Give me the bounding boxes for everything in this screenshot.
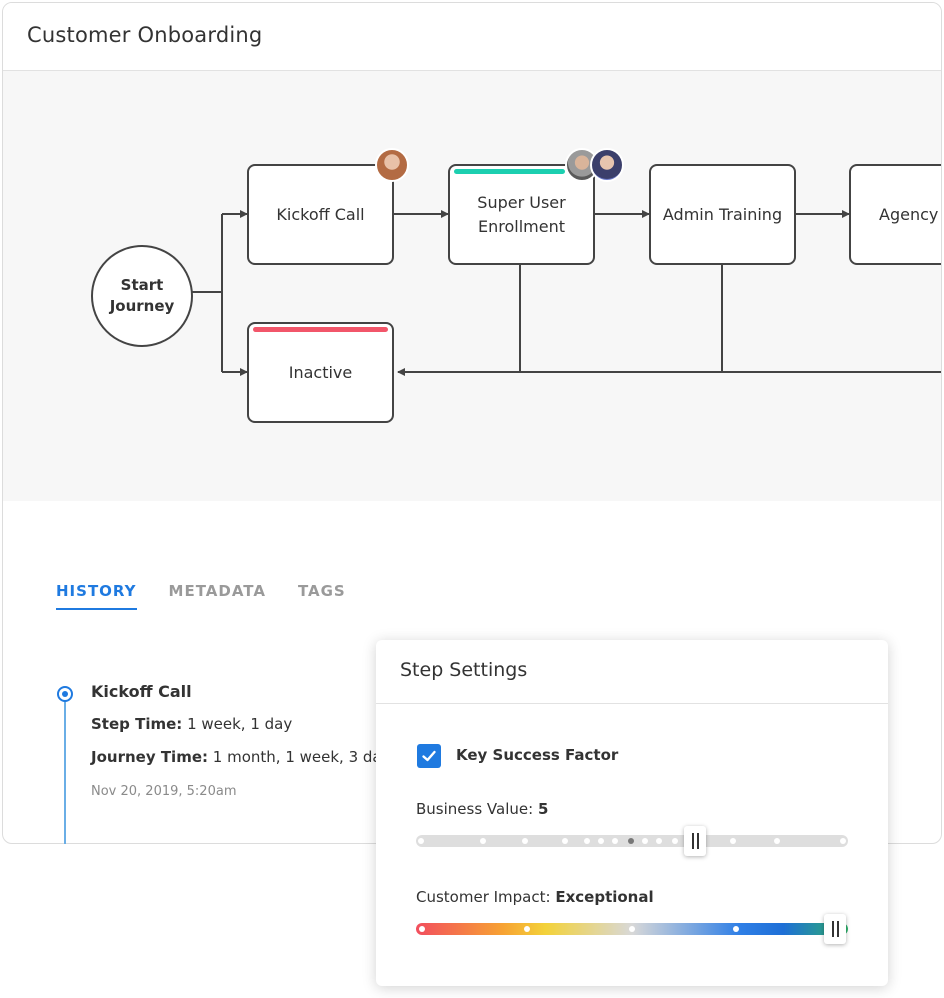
business-value-label: Business Value: 5 <box>416 800 549 818</box>
history-journey-time: Journey Time: 1 month, 1 week, 3 da <box>91 748 382 766</box>
inactive-node[interactable]: Inactive <box>247 322 394 423</box>
slider-tick <box>562 838 568 844</box>
key-success-factor-checkbox[interactable] <box>417 744 441 768</box>
panel-title: Step Settings <box>400 659 528 681</box>
slider-tick <box>522 838 528 844</box>
slider-tick <box>612 838 618 844</box>
slider-tick <box>419 926 425 932</box>
super-user-enrollment-label: Super User Enrollment <box>477 192 566 236</box>
step-settings-panel: Step Settings Key Success Factor Busines… <box>376 640 888 986</box>
slider-tick <box>480 838 486 844</box>
checkmark-icon <box>422 750 436 762</box>
slider-tick <box>524 926 530 932</box>
slider-tick <box>840 838 846 844</box>
detail-tabs: HISTORY METADATA TAGS <box>56 582 346 610</box>
slider-tick <box>642 838 648 844</box>
slider-tick <box>598 838 604 844</box>
kickoff-call-label: Kickoff Call <box>276 204 365 224</box>
slider-tick <box>628 838 634 844</box>
super-user-enrollment-node[interactable]: Super User Enrollment <box>448 164 595 265</box>
panel-header: Step Settings <box>376 640 888 704</box>
connector-lines <box>191 210 941 376</box>
journey-time-label: Journey Time: <box>91 748 208 766</box>
business-value-handle[interactable] <box>684 826 706 856</box>
avatar[interactable] <box>375 148 409 182</box>
slider-tick <box>584 838 590 844</box>
agency-node[interactable]: Agency <box>849 164 941 265</box>
page-title: Customer Onboarding <box>27 23 263 47</box>
slider-tick <box>418 838 424 844</box>
customer-impact-value: Exceptional <box>555 888 654 906</box>
status-bar-green <box>454 169 565 174</box>
status-bar-red <box>253 327 388 332</box>
journey-canvas[interactable]: Start Journey Kickoff Call Super User En… <box>3 71 941 501</box>
step-time-label: Step Time: <box>91 715 183 733</box>
business-value-slider[interactable] <box>416 826 848 856</box>
slider-tick <box>730 838 736 844</box>
tab-history[interactable]: HISTORY <box>56 582 137 610</box>
history-date: Nov 20, 2019, 5:20am <box>91 784 237 799</box>
inactive-label: Inactive <box>288 362 353 382</box>
timeline-line <box>64 696 66 844</box>
customer-impact-label: Customer Impact: Exceptional <box>416 888 654 906</box>
start-journey-node[interactable]: Start Journey <box>91 245 193 347</box>
step-time-value: 1 week, 1 day <box>187 715 293 733</box>
agency-label: Agency <box>879 204 939 224</box>
tab-tags[interactable]: TAGS <box>297 582 346 600</box>
history-title: Kickoff Call <box>91 682 192 701</box>
slider-tick <box>733 926 739 932</box>
avatar[interactable] <box>590 148 624 182</box>
admin-training-node[interactable]: Admin Training <box>649 164 796 265</box>
admin-training-label: Admin Training <box>662 204 783 224</box>
card-header: Customer Onboarding <box>3 3 941 71</box>
slider-tick <box>656 838 662 844</box>
key-success-factor-label: Key Success Factor <box>456 746 619 764</box>
customer-onboarding-card: Customer Onboarding <box>2 2 942 844</box>
business-value-value: 5 <box>537 800 549 818</box>
history-step-time: Step Time: 1 week, 1 day <box>91 715 292 733</box>
customer-impact-handle[interactable] <box>824 914 846 944</box>
slider-tick <box>629 926 635 932</box>
slider-tick <box>672 838 678 844</box>
tab-metadata[interactable]: METADATA <box>168 582 266 600</box>
journey-time-value: 1 month, 1 week, 3 da <box>212 748 382 766</box>
customer-impact-slider[interactable] <box>416 914 848 944</box>
start-journey-label: Start Journey <box>109 276 175 315</box>
kickoff-call-node[interactable]: Kickoff Call <box>247 164 394 265</box>
timeline-dot-icon <box>57 686 73 702</box>
slider-tick <box>774 838 780 844</box>
